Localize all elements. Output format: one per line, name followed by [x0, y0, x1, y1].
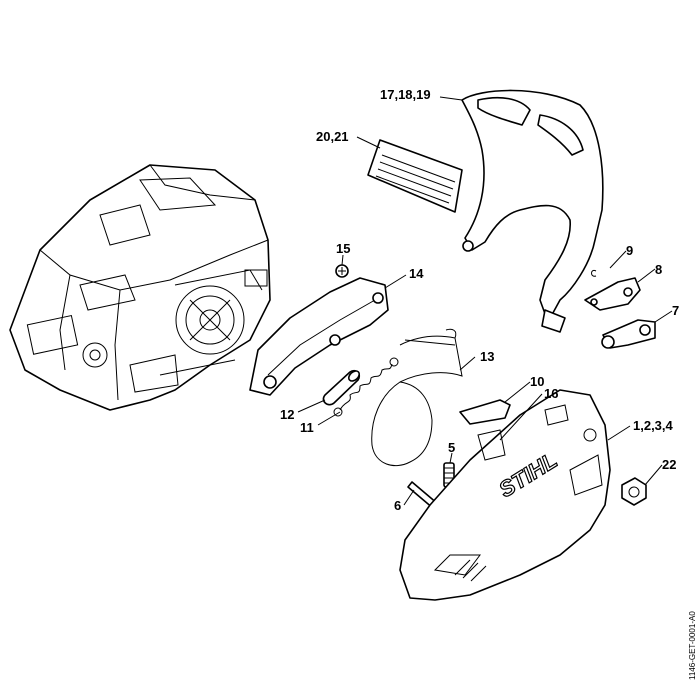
- engine-housing: [9, 164, 271, 411]
- callout-8: 8: [655, 262, 662, 277]
- callout-12: 12: [280, 407, 294, 422]
- plate-10: [459, 399, 511, 425]
- callout-5: 5: [448, 440, 455, 455]
- callout-13: 13: [480, 349, 494, 364]
- callout-17-18-19: 17,18,19: [380, 87, 431, 102]
- callout-22: 22: [662, 457, 676, 472]
- hand-guard: [461, 89, 604, 333]
- callout-labels: 17,18,19 20,21 15 14 9 8 7 13 12 11 10 1…: [280, 87, 679, 513]
- tension-spring: [333, 357, 399, 417]
- callout-1-2-3-4: 1,2,3,4: [633, 418, 674, 433]
- callout-14: 14: [409, 266, 424, 281]
- callout-20-21: 20,21: [316, 129, 349, 144]
- leader-lines: [297, 96, 673, 506]
- lever-8: [584, 277, 641, 311]
- nut-22: [621, 477, 647, 506]
- callout-9: 9: [626, 243, 633, 258]
- brake-band: [371, 328, 463, 467]
- callout-15: 15: [336, 241, 350, 256]
- sleeve: [322, 369, 361, 406]
- spring-clip-9: [591, 269, 597, 277]
- lever-7: [601, 319, 656, 349]
- callout-7: 7: [672, 303, 679, 318]
- warning-label: [367, 139, 463, 213]
- callout-10: 10: [530, 374, 544, 389]
- callout-11: 11: [300, 420, 314, 435]
- callout-16: 16: [544, 386, 558, 401]
- screw-15: [335, 264, 349, 278]
- sprocket-cover: STIHL: [399, 389, 611, 601]
- brake-lever-carrier: [249, 277, 389, 396]
- drawing-reference: 1146-GET-0001-A0: [688, 611, 697, 680]
- callout-6: 6: [394, 498, 401, 513]
